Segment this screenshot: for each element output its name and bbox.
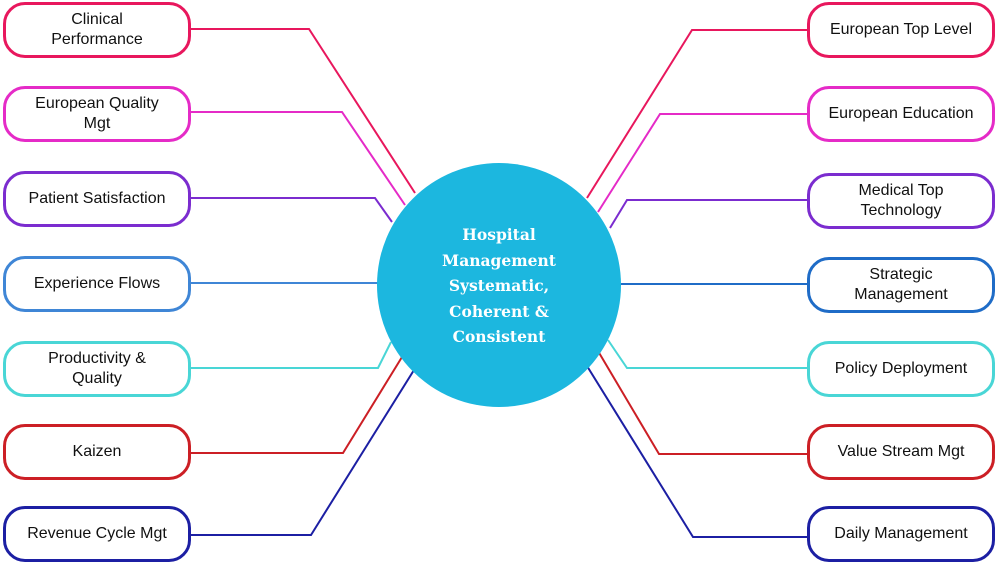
node-medical-top-technology[interactable]: Medical Top Technology (807, 173, 995, 229)
node-label: Medical Top Technology (858, 182, 944, 219)
node-label: European Education (828, 105, 974, 122)
connector-left-1 (191, 111, 406, 206)
connector-left-2 (191, 197, 393, 223)
node-label: Value Stream Mgt (837, 443, 965, 460)
connector-left-0 (191, 28, 416, 194)
connector-left-5 (191, 356, 403, 454)
connector-right-4 (607, 339, 807, 369)
node-clinical-performance[interactable]: Clinical Performance (3, 2, 191, 58)
node-label: European Quality Mgt (35, 95, 159, 132)
node-label: Experience Flows (33, 275, 161, 292)
node-european-education[interactable]: European Education (807, 86, 995, 142)
connector-right-6 (586, 365, 807, 538)
connector-right-2 (609, 199, 807, 229)
node-revenue-cycle-mgt[interactable]: Revenue Cycle Mgt (3, 506, 191, 562)
node-label: Strategic Management (854, 266, 948, 303)
connector-right-1 (597, 113, 807, 213)
node-patient-satisfaction[interactable]: Patient Satisfaction (3, 171, 191, 227)
hub-title: Hospital Management Systematic, Coherent… (442, 225, 556, 347)
node-label: Kaizen (72, 443, 122, 460)
node-policy-deployment[interactable]: Policy Deployment (807, 341, 995, 397)
node-european-quality-mgt[interactable]: European Quality Mgt (3, 86, 191, 142)
node-label: Patient Satisfaction (28, 190, 166, 207)
connector-left-4 (191, 341, 392, 369)
central-hub: Hospital Management Systematic, Coherent… (377, 163, 621, 407)
node-label: Daily Management (834, 525, 968, 542)
node-label: Policy Deployment (834, 360, 968, 377)
node-label: Productivity & Quality (48, 350, 146, 387)
connector-left-6 (191, 369, 415, 536)
node-daily-management[interactable]: Daily Management (807, 506, 995, 562)
node-label: Revenue Cycle Mgt (27, 525, 167, 542)
node-strategic-management[interactable]: Strategic Management (807, 257, 995, 313)
node-productivity-quality[interactable]: Productivity & Quality (3, 341, 191, 397)
node-experience-flows[interactable]: Experience Flows (3, 256, 191, 312)
node-label: Clinical Performance (51, 11, 143, 48)
node-label: European Top Level (829, 21, 973, 38)
connector-right-0 (586, 29, 807, 199)
node-value-stream-mgt[interactable]: Value Stream Mgt (807, 424, 995, 480)
connector-right-5 (597, 350, 807, 455)
node-european-top-level[interactable]: European Top Level (807, 2, 995, 58)
node-kaizen[interactable]: Kaizen (3, 424, 191, 480)
